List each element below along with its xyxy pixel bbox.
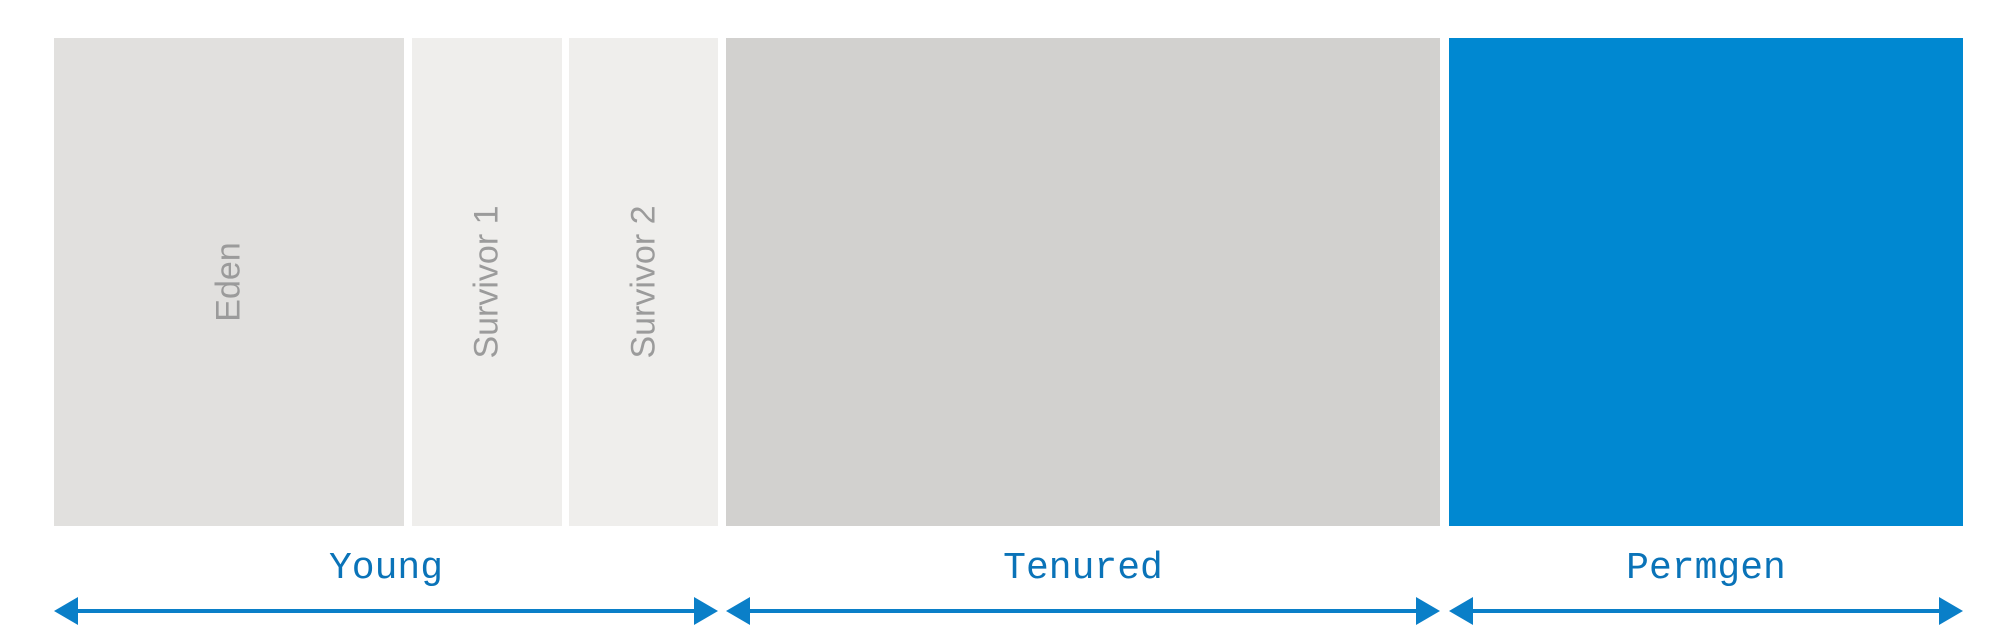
young-span-arrow xyxy=(54,597,718,625)
permgen-span-arrow xyxy=(1449,597,1963,625)
tenured-generation-label: Tenured xyxy=(1003,547,1163,590)
permgen-region xyxy=(1449,38,1963,526)
young-generation-label: Young xyxy=(328,547,444,590)
permgen-generation-label: Permgen xyxy=(1626,547,1786,590)
survivor-1-region: Survivor 1 xyxy=(412,38,562,526)
tenured-span-arrow xyxy=(726,597,1440,625)
tenured-region xyxy=(726,38,1440,526)
survivor-2-region: Survivor 2 xyxy=(569,38,718,526)
eden-region: Eden xyxy=(54,38,404,526)
